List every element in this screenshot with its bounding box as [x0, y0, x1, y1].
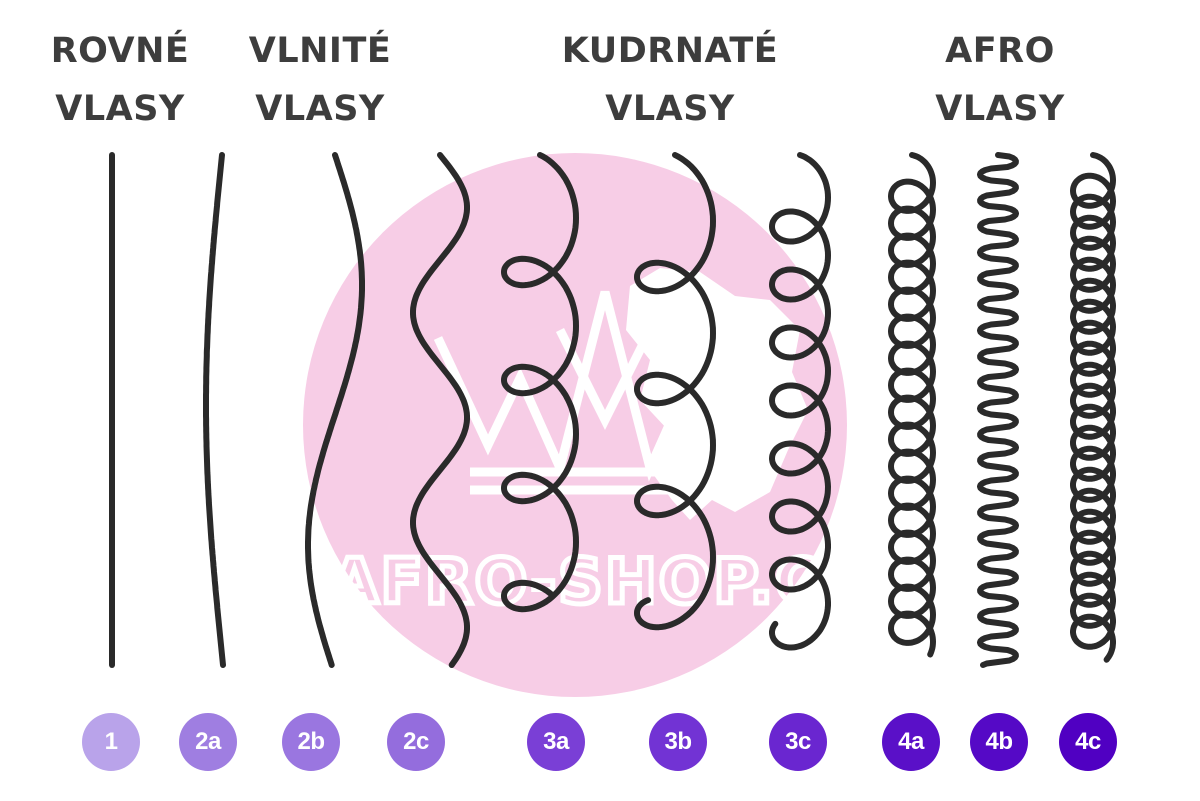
hair-strand-4a	[888, 152, 936, 658]
hair-type-badge-3a: 3a	[527, 713, 585, 771]
hair-strand-2c	[410, 152, 470, 668]
heading-wavy-hair: VLNITÉ VLASY	[240, 22, 400, 138]
hair-type-badge-2b: 2b	[282, 713, 340, 771]
hair-type-badge-1: 1	[82, 713, 140, 771]
heading-afro-hair: AFRO VLASY	[920, 22, 1080, 138]
heading-line: VLNITÉ	[248, 31, 392, 71]
hair-strand-4c	[1070, 152, 1116, 663]
heading-curly-hair: KUDRNATÉ VLASY	[550, 22, 790, 138]
afro-shop-watermark-logo: AFRO-SHOP.CZ	[303, 153, 870, 697]
hair-strand-2b	[305, 152, 365, 668]
heading-line: VLASY	[935, 89, 1065, 129]
heading-line: AFRO	[945, 31, 1055, 71]
hair-strand-3a	[501, 152, 579, 613]
watermark-text: AFRO-SHOP.CZ	[331, 545, 870, 618]
heading-line: VLASY	[255, 89, 385, 129]
hair-strand-4b	[977, 152, 1019, 668]
hair-strand-3c	[769, 152, 831, 651]
heading-line: VLASY	[605, 89, 735, 129]
hair-strands	[109, 152, 1116, 668]
heading-straight-hair: ROVNÉ VLASY	[40, 22, 200, 138]
hair-type-badge-2c: 2c	[387, 713, 445, 771]
hair-type-badge-4b: 4b	[970, 713, 1028, 771]
hair-strand-2a	[203, 152, 226, 668]
hair-type-badge-2a: 2a	[179, 713, 237, 771]
hair-type-badge-3b: 3b	[649, 713, 707, 771]
hair-type-badge-4c: 4c	[1059, 713, 1117, 771]
hair-type-badge-3c: 3c	[769, 713, 827, 771]
hair-type-badge-4a: 4a	[882, 713, 940, 771]
heading-line: KUDRNATÉ	[561, 31, 779, 71]
czech-map-icon	[626, 268, 808, 520]
heading-line: ROVNÉ	[50, 31, 190, 71]
hair-strand-3b	[634, 152, 716, 631]
heading-line: VLASY	[55, 89, 185, 129]
